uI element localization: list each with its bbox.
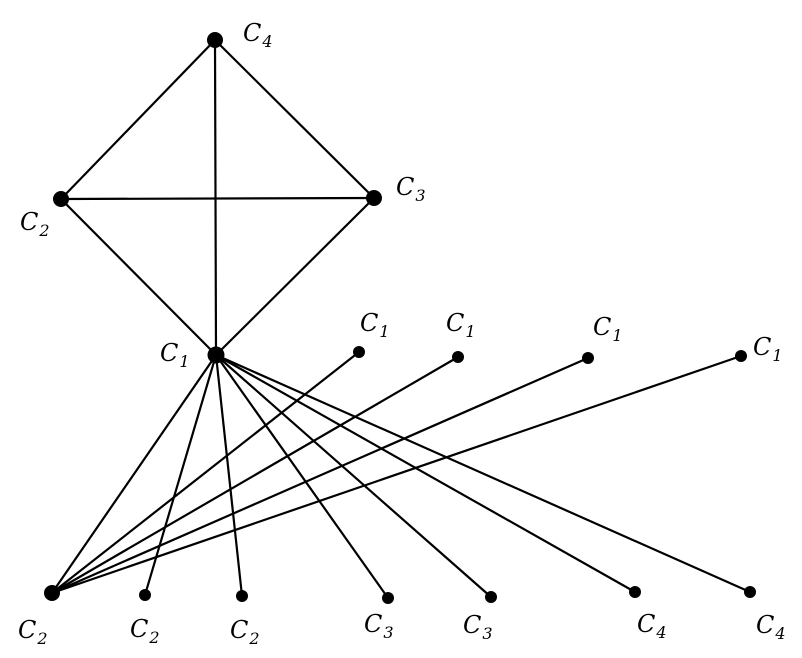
node-label-hub: C1 [160,339,190,371]
node-label-subscript: 3 [383,623,393,642]
node-label-b7: C4 [756,611,786,643]
node-label-letter: C [130,615,148,643]
node-label-b4: C3 [364,610,394,642]
edge-right-hub [214,196,376,357]
node-label-subscript: 3 [482,624,492,643]
node-label-subscript: 4 [774,624,785,643]
edge-hub-b2 [143,353,218,597]
edge-top-right [213,38,376,200]
node-label-letter: C [18,616,36,644]
node-label-subscript: 2 [148,628,159,647]
node-label-b5: C3 [463,611,493,643]
node-label-subscript: 1 [179,352,189,371]
node-label-top: C4 [243,19,273,51]
node-label-subscript: 1 [772,346,782,365]
node-label-letter: C [753,333,771,361]
node-top [207,32,223,48]
node-b7 [744,586,756,598]
node-label-letter: C [243,19,261,47]
node-label-letter: C [463,611,481,639]
node-label-r4: C1 [753,333,783,365]
edge-layer [50,38,752,600]
node-r4 [735,350,747,362]
node-label-r3: C1 [593,313,623,345]
node-label-letter: C [593,313,611,341]
node-label-letter: C [637,610,655,638]
node-label-subscript: 1 [465,322,475,341]
node-label-letter: C [360,309,378,337]
edge-top-left [59,38,217,201]
node-b6 [629,586,641,598]
node-r1 [353,346,365,358]
node-label-subscript: 2 [38,221,49,240]
node-label-right: C3 [396,173,426,205]
edge-hub-b1 [50,353,218,595]
edge-hub-b6 [214,353,637,594]
node-label-letter: C [756,611,774,639]
node-label-left: C2 [20,208,50,240]
node-b5 [485,591,497,603]
edge-b1-r2 [50,355,460,595]
node-right [366,190,382,206]
node-r3 [582,352,594,364]
node-label-letter: C [20,208,38,236]
edge-hub-b4 [214,353,390,600]
edge-hub-b7 [214,353,752,594]
node-label-r1: C1 [360,309,390,341]
node-label-b3: C2 [230,616,260,648]
node-label-letter: C [396,173,414,201]
edge-b1-r1 [50,350,361,595]
node-label-subscript: 2 [36,629,47,648]
node-label-subscript: 2 [248,629,259,648]
node-b1 [44,585,60,601]
edge-left-right [59,196,376,201]
edge-b1-r4 [50,354,743,595]
node-label-subscript: 4 [655,623,666,642]
node-r2 [452,351,464,363]
edge-b1-r3 [50,356,590,595]
node-label-r2: C1 [446,309,476,341]
node-layer [44,32,756,604]
node-label-letter: C [364,610,382,638]
node-label-letter: C [160,339,178,367]
node-b2 [139,589,151,601]
node-b4 [382,592,394,604]
node-label-letter: C [446,309,464,337]
node-label-b2: C2 [130,615,160,647]
node-label-subscript: 1 [612,326,622,345]
node-label-subscript: 1 [379,322,389,341]
node-label-subscript: 3 [415,186,425,205]
node-label-subscript: 4 [261,32,272,51]
node-label-b1: C2 [18,616,48,648]
edge-hub-b3 [214,353,244,598]
node-label-b6: C4 [637,610,667,642]
edge-hub-b5 [214,353,493,599]
node-hub [207,346,225,364]
edge-left-hub [59,197,218,357]
node-left [53,191,69,207]
node-b3 [236,590,248,602]
node-label-letter: C [230,616,248,644]
